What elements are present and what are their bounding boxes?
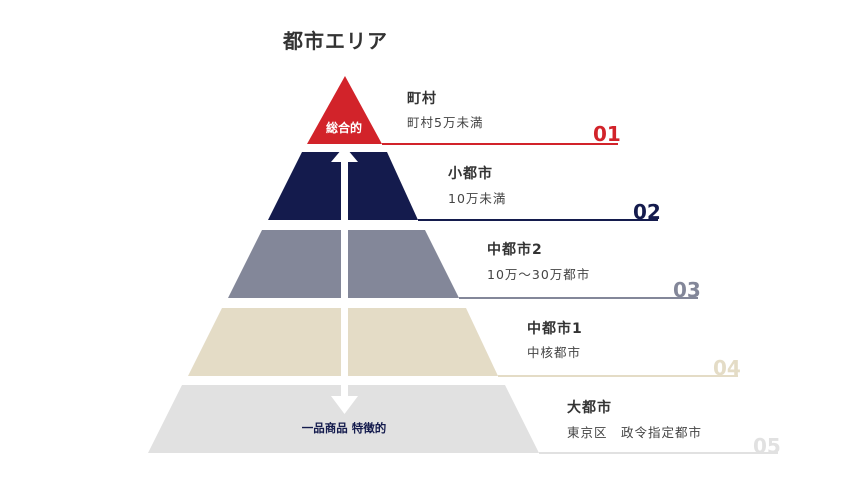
pyramid-level-5-shape xyxy=(148,385,539,453)
level-1-desc: 町村5万未満 xyxy=(407,115,484,130)
diagram-title: 都市エリア xyxy=(283,29,388,53)
double-arrow xyxy=(331,146,358,414)
bottom-label: 一品商品 特徴的 xyxy=(302,421,387,435)
level-5-title: 大都市 xyxy=(567,400,612,416)
top-label: 総合的 xyxy=(326,120,362,135)
level-2-number: 02 xyxy=(633,200,661,224)
arrow-head-down xyxy=(331,396,358,414)
level-5-number: 05 xyxy=(753,434,781,458)
arrow-shaft xyxy=(341,160,348,398)
level-2-desc: 10万未満 xyxy=(448,191,507,206)
level-5-desc: 東京区 政令指定都市 xyxy=(567,425,703,440)
level-4-desc: 中核都市 xyxy=(527,345,582,360)
level-1-number: 01 xyxy=(593,122,621,146)
level-4-number: 04 xyxy=(713,356,741,380)
level-3-number: 03 xyxy=(673,278,701,302)
arrow-head-up xyxy=(331,146,358,162)
level-3-desc: 10万～30万都市 xyxy=(487,267,591,282)
level-4-title: 中都市1 xyxy=(527,321,583,337)
pyramid-level-1-shape xyxy=(307,76,382,144)
level-3-title: 中都市2 xyxy=(487,242,543,258)
level-2-title: 小都市 xyxy=(448,166,493,182)
level-1-title: 町村 xyxy=(407,91,437,107)
